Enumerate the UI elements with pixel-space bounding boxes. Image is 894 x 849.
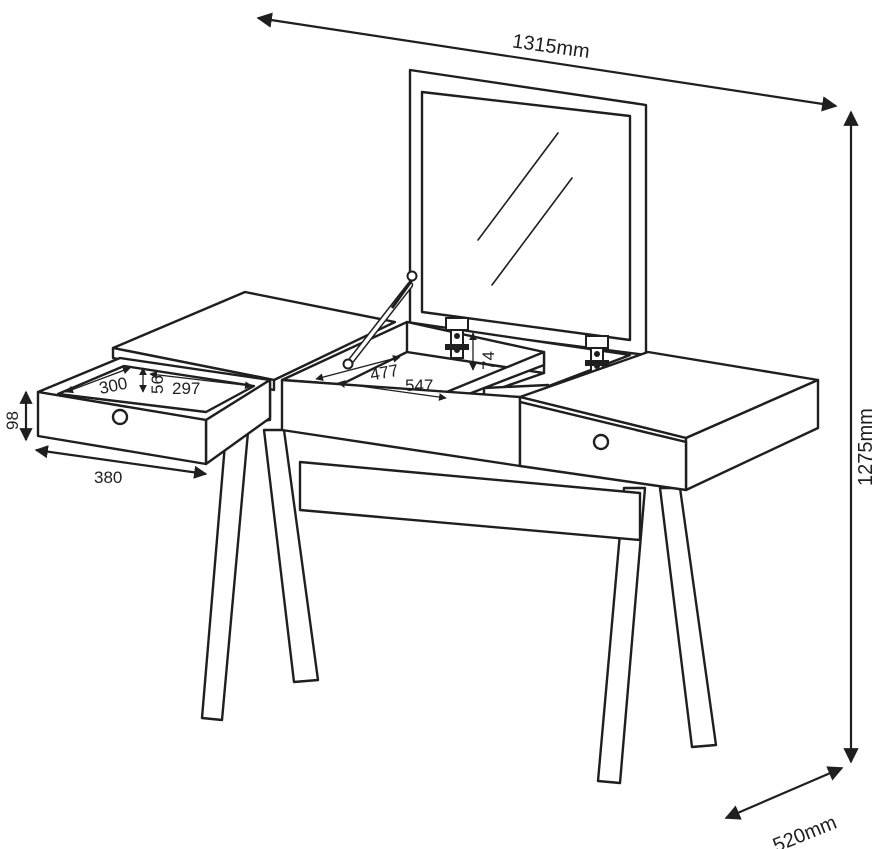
hinge-right: [585, 335, 609, 373]
drawer-width-dimension-line: [34, 445, 208, 479]
compartment-height-label: 74: [479, 351, 498, 370]
right-cabinet: [518, 350, 820, 492]
drawer-depth-dimension-line: [65, 366, 131, 394]
right-drawer-knob-icon: [592, 433, 610, 451]
right-legs: [596, 486, 718, 785]
leg-front-right: [596, 486, 647, 785]
drawer-height-label: 98: [3, 411, 22, 430]
mirror-reflection-2: [491, 177, 573, 286]
compartment-depth-label: 477: [369, 361, 400, 385]
drawer-inner-width-label: 297: [172, 379, 200, 398]
leg-front-left: [200, 430, 250, 722]
leg-back-left: [262, 428, 320, 684]
drawer-inner-height-label: 56: [148, 375, 167, 394]
drawer-width-label: 380: [94, 468, 122, 487]
depth-dimension-line: [724, 766, 844, 820]
mirror: [408, 68, 648, 357]
drawer-inner-width-dimension-line: [149, 370, 253, 390]
compartment-width-label: 547: [405, 376, 433, 395]
hinge-left: [445, 317, 469, 359]
mirror-glass: [420, 90, 632, 342]
left-drawer-knob-icon: [111, 408, 129, 426]
compartment-width-dimension-line: [337, 380, 447, 401]
width-dimension-line: [256, 12, 838, 112]
depth-label: 520mm: [770, 812, 840, 849]
leg-back-right: [658, 486, 718, 749]
height-label: 1275mm: [855, 408, 877, 486]
front-apron: [298, 460, 642, 542]
compartment-depth-dimension-line: [315, 355, 401, 381]
mirror-reflection-1: [477, 132, 559, 241]
